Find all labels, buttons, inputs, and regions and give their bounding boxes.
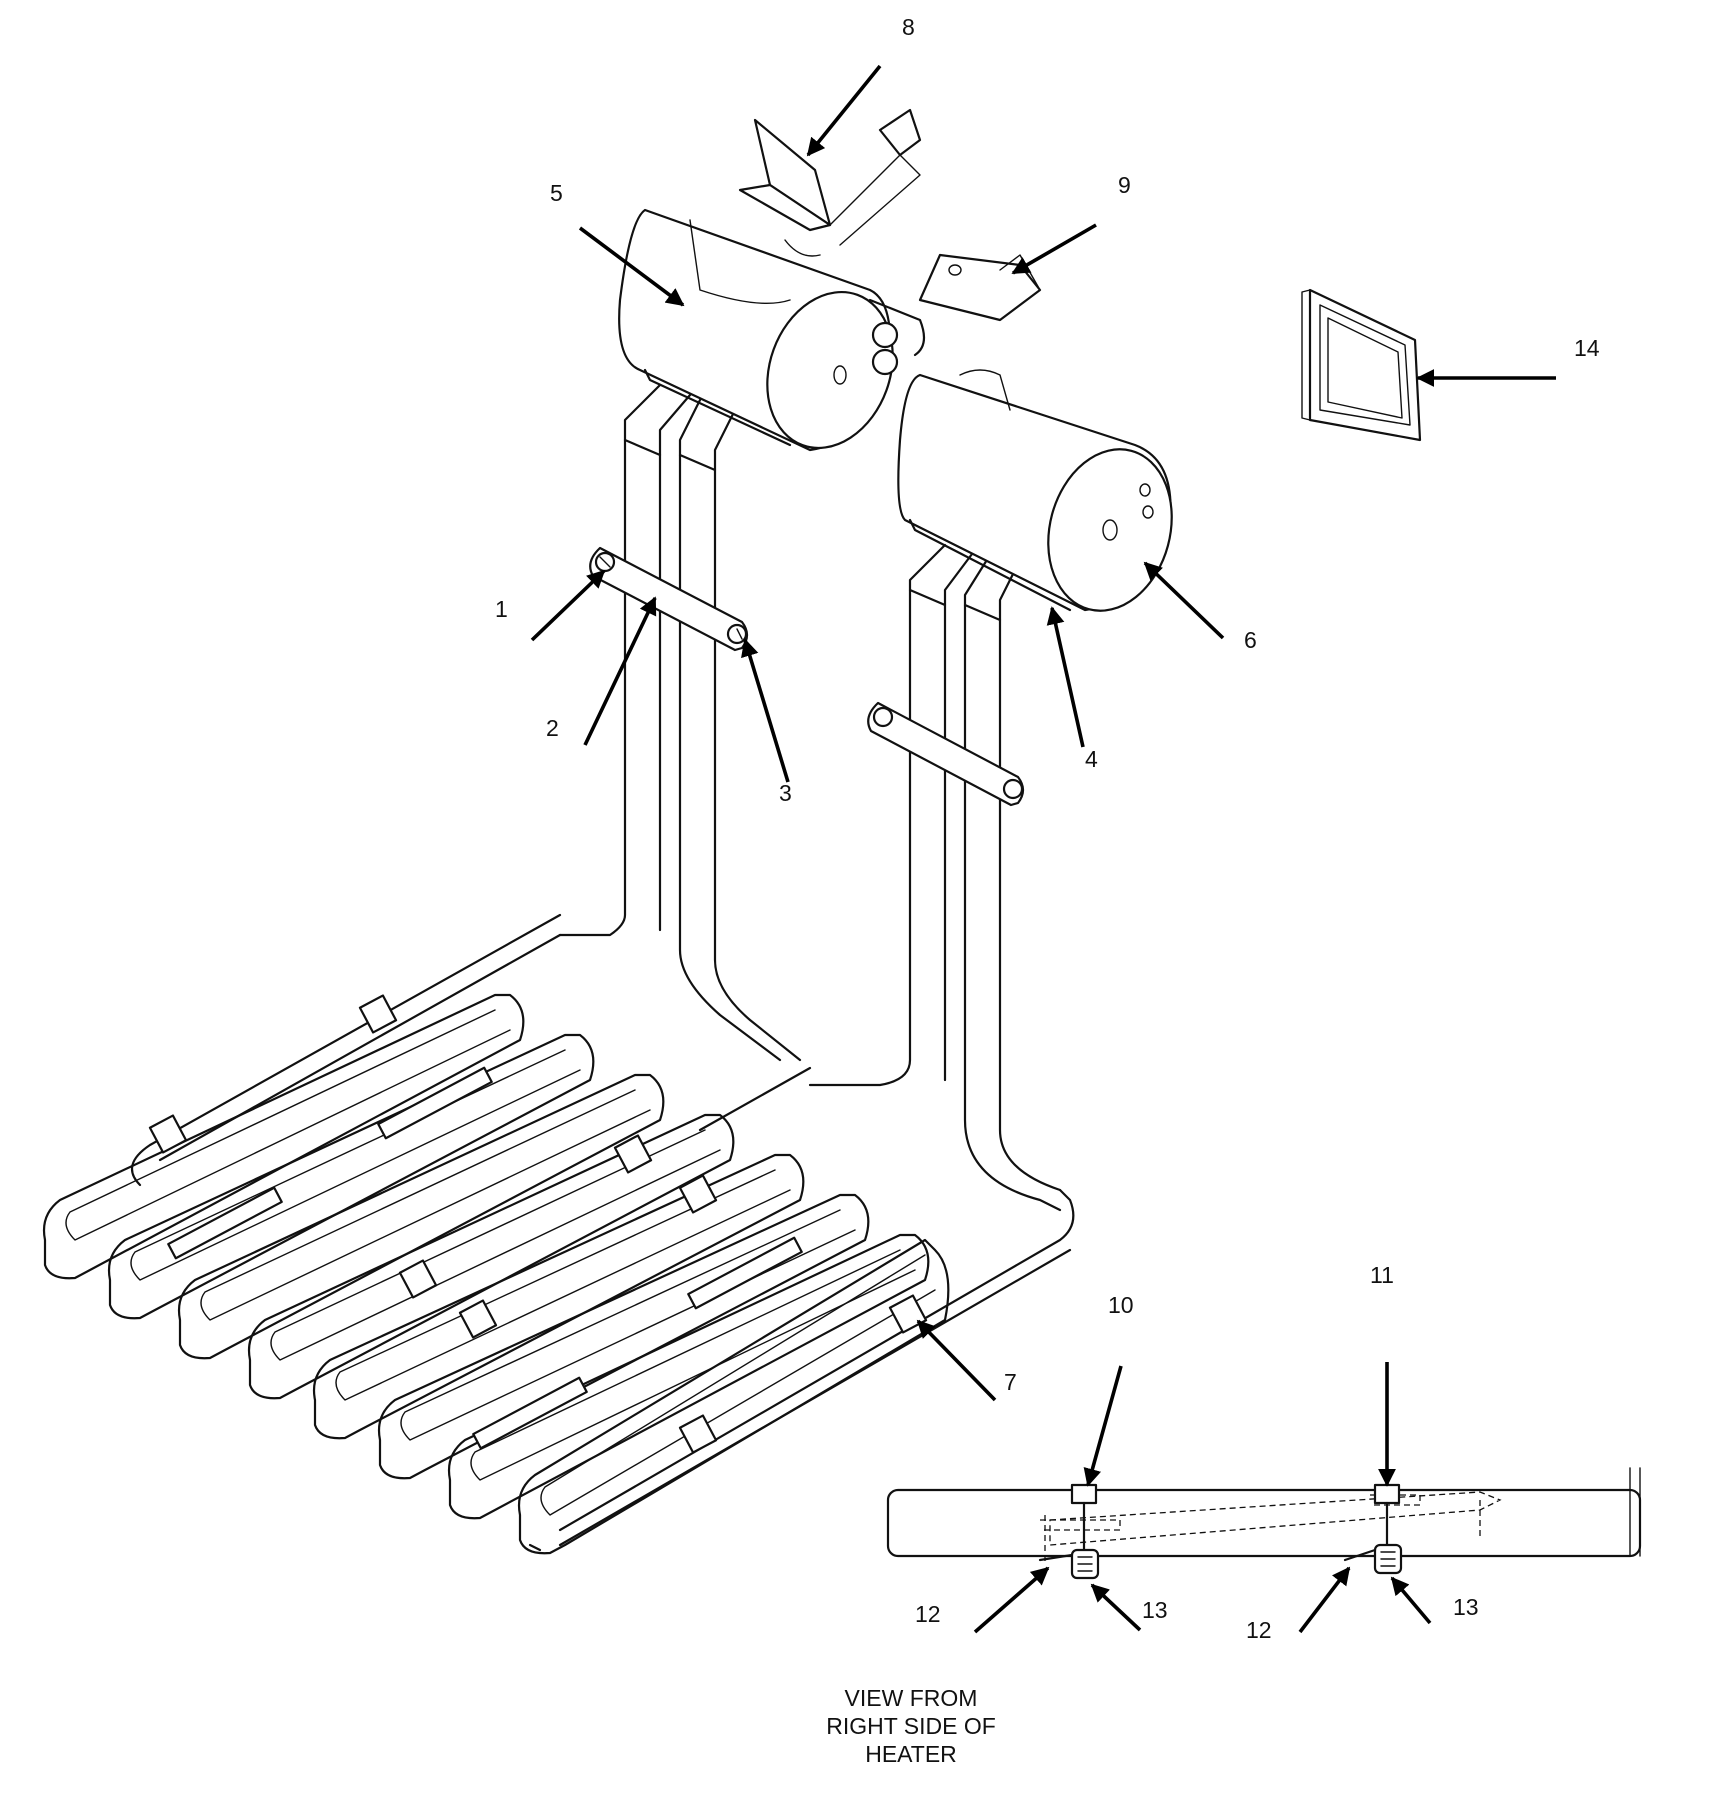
caption-line-1: VIEW FROM [845, 1685, 978, 1711]
hairpin-loop-3 [177, 1073, 665, 1360]
hairpin-loop-6 [377, 1193, 870, 1480]
callout-5: 5 [550, 180, 563, 206]
callout-12-left: 12 [915, 1601, 941, 1627]
spacer-clips [148, 994, 928, 1454]
caption-line-2: RIGHT SIDE OF [826, 1713, 996, 1739]
callout-14: 14 [1574, 335, 1600, 361]
callout-7: 7 [1004, 1369, 1017, 1395]
right-strap-bracket [867, 701, 1025, 807]
left-terminal-housing [618, 208, 894, 452]
right-side-view-detail [886, 1467, 1642, 1580]
hairpin-loop-1 [42, 993, 525, 1280]
callout-4: 4 [1085, 746, 1098, 772]
callout-13-right: 13 [1453, 1594, 1479, 1620]
top-bracket-assembly [738, 108, 1042, 376]
hairpin-loop-4 [247, 1113, 735, 1400]
right-terminal-housing [897, 369, 1173, 612]
callout-2: 2 [546, 715, 559, 741]
side-view-caption: VIEW FROM RIGHT SIDE OF HEATER [826, 1685, 996, 1767]
caption-line-3: HEATER [865, 1741, 957, 1767]
hairpin-loop-7 [447, 1233, 930, 1520]
callout-6: 6 [1244, 627, 1257, 653]
hairpin-loops [42, 993, 950, 1555]
callout-11: 11 [1370, 1262, 1394, 1288]
leader-arrows [530, 64, 1556, 1634]
left-strap-bracket [589, 546, 749, 652]
callout-9: 9 [1118, 172, 1131, 198]
right-riser-tubes [808, 543, 1062, 1212]
callout-12-right: 12 [1246, 1617, 1272, 1643]
callout-13-left: 13 [1142, 1597, 1168, 1623]
callout-1: 1 [495, 596, 508, 622]
callout-10: 10 [1108, 1292, 1134, 1318]
hairpin-loop-2 [107, 1033, 595, 1320]
left-riser-tubes [558, 383, 802, 1062]
hairpin-loop-5 [312, 1153, 805, 1440]
callout-8: 8 [902, 14, 915, 40]
heater-element-assembly [42, 108, 1173, 1555]
hairpin-loop-8 [517, 1238, 950, 1555]
outer-frame-loop [130, 913, 1075, 1552]
callout-labels: 1 2 3 4 5 6 7 8 9 10 11 12 12 13 13 14 [495, 14, 1600, 1643]
callout-3: 3 [779, 780, 792, 806]
gasket [1301, 288, 1422, 442]
